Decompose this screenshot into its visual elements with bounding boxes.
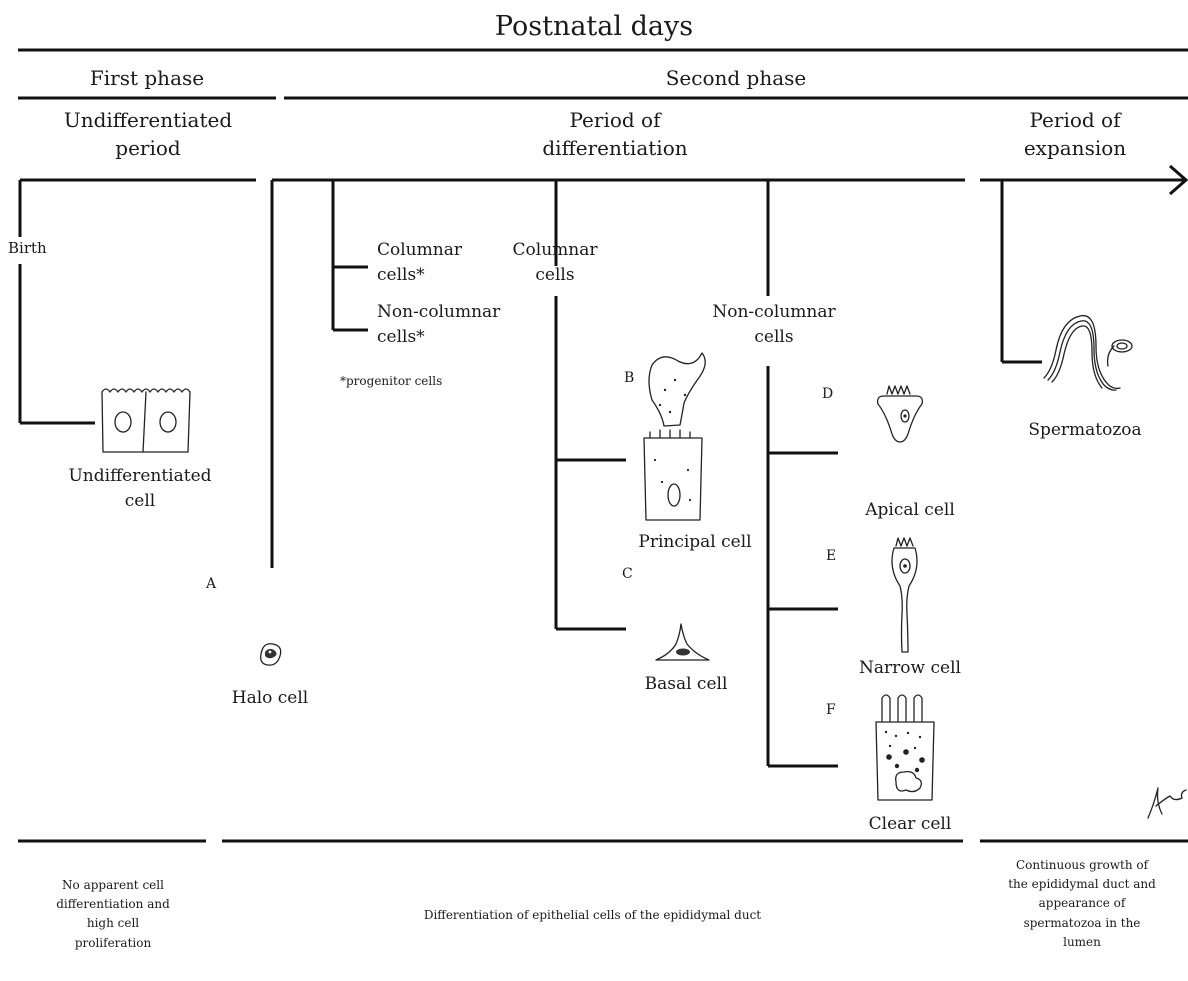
figure-letter-b: B	[624, 370, 635, 386]
timeline-arrowhead	[1169, 164, 1188, 196]
undifferentiated-cell-label: Undifferentiated cell	[68, 466, 212, 511]
basal-cell-illustration	[655, 623, 710, 661]
expansion-period-label: Period of expansion	[1023, 108, 1127, 160]
clear-cell-illustration	[875, 694, 935, 801]
narrow-cell-label: Narrow cell	[859, 658, 961, 678]
principal-cell-illustration	[643, 352, 706, 521]
differentiation-period-label: Period of differentiation	[542, 108, 688, 160]
halo-cell-label: Halo cell	[231, 688, 309, 708]
columnar-cells-label: Columnar cells	[512, 240, 598, 285]
second-phase-label: Second phase	[665, 66, 807, 90]
figure-letter-d: D	[822, 386, 834, 402]
figure-letter-f: F	[826, 702, 836, 718]
diagram-title: Postnatal days	[494, 11, 694, 42]
clear-cell-label: Clear cell	[868, 814, 952, 834]
first-phase-description: No apparent cell differentiation and hig…	[56, 878, 170, 950]
halo-cell-illustration	[260, 643, 282, 666]
progenitor-footnote: *progenitor cells	[340, 374, 443, 388]
artist-signature	[1147, 787, 1187, 819]
figure-letter-e: E	[826, 548, 837, 564]
basal-cell-label: Basal cell	[644, 674, 728, 694]
figure-letter-a: A	[206, 576, 217, 592]
undifferentiated-period-label: Undifferentiated period	[63, 108, 233, 160]
noncolumnar-cells-label: Non-columnar cells	[712, 302, 836, 347]
spermatozoa-illustration	[1043, 314, 1133, 391]
undifferentiated-cell-illustration	[101, 388, 191, 453]
expansion-description: Continuous growth of the epididymal duct…	[1008, 858, 1156, 949]
noncolumnar-progenitor-label: Non-columnar cells*	[377, 302, 501, 347]
differentiation-description: Differentiation of epithelial cells of t…	[423, 908, 762, 922]
spermatozoa-label: Spermatozoa	[1028, 420, 1142, 440]
principal-cell-label: Principal cell	[638, 532, 752, 552]
figure-letter-c: C	[622, 566, 633, 582]
first-phase-label: First phase	[89, 66, 205, 90]
birth-label: Birth	[8, 239, 47, 257]
apical-cell-illustration	[876, 385, 924, 443]
apical-cell-label: Apical cell	[865, 500, 955, 520]
columnar-progenitor-label: Columnar cells*	[377, 240, 462, 285]
narrow-cell-illustration	[891, 537, 918, 653]
